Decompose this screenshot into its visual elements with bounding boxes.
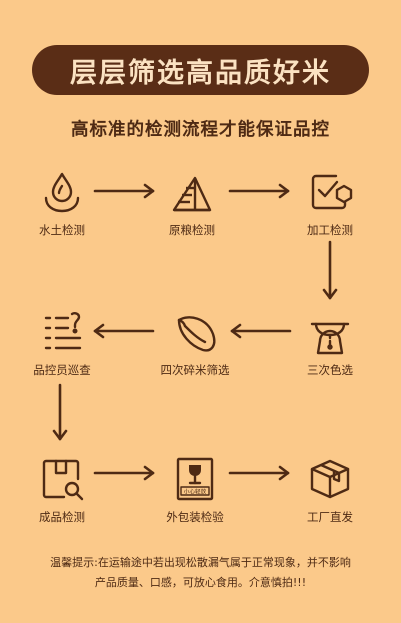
arrow-left [93,323,155,339]
fragile-box-icon: 小心轻放 [176,457,214,501]
step-factory-direct-ship: 工厂直发 [290,455,370,525]
step-qc-inspection: 品控员巡查 [22,308,102,378]
step-label: 水土检测 [39,223,85,237]
step-finished-product-test: 成品检测 [22,455,102,525]
rice-grain-icon [177,316,216,352]
fragile-badge-text: 小心轻放 [184,487,207,495]
grain-pile-icon [172,176,212,212]
step-label: 四次碎米筛选 [160,363,230,377]
step-water-soil-test: 水土检测 [22,168,102,238]
footer-note-line: 产品质量、口感，可放心食用。介意慎拍!!! [94,576,307,589]
footer-note-line: 温馨提示:在运输途中若出现松散漏气属于正常现象，并不影响 [50,556,351,569]
step-color-sort: 三次色选 [290,308,370,378]
footer-note: 温馨提示:在运输途中若出现松散漏气属于正常现象，并不影响 产品质量、口感，可放心… [14,553,387,593]
arrow-right [93,465,155,481]
step-label: 加工检测 [307,223,353,237]
arrow-right [93,183,155,199]
step-label: 外包装检验 [166,510,224,524]
step-label: 品控员巡查 [33,363,91,377]
step-label: 工厂直发 [307,510,353,524]
step-label: 三次色选 [307,363,353,377]
hexagon-check-icon [311,174,353,210]
package-magnifier-icon [42,459,84,501]
checklist-icon [44,312,82,350]
page-title: 层层筛选高品质好米 [70,57,331,89]
step-label: 原粮检测 [169,223,215,237]
step-raw-grain-test: 原粮检测 [152,168,232,238]
step-label: 成品检测 [39,510,85,524]
step-broken-rice-screening: 四次碎米筛选 [155,308,235,378]
scale-icon [310,322,350,355]
page-subtitle: 高标准的检测流程才能保证品控 [71,120,330,140]
step-packaging-inspection: 小心轻放 外包装检验 [155,455,235,525]
shipping-box-icon [310,459,350,499]
arrow-left [230,323,292,339]
arrow-down [322,240,338,300]
arrow-right [228,465,290,481]
step-processing-test: 加工检测 [290,168,370,238]
water-drop-icon [44,172,80,213]
arrow-down [52,383,68,441]
arrow-right [228,183,290,199]
title-banner: 层层筛选高品质好米 [32,45,369,95]
